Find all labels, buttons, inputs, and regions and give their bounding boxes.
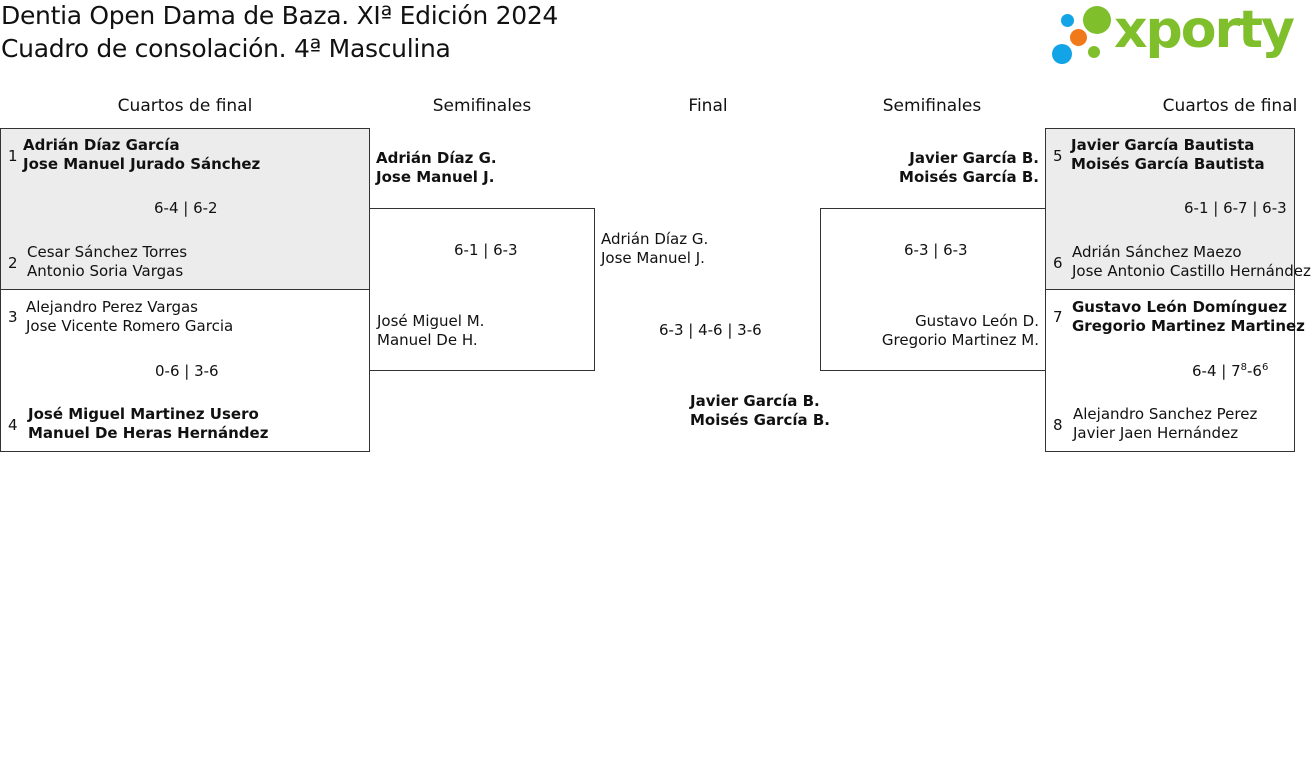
player-name: José Miguel M. xyxy=(377,312,485,330)
player-name: Jose Antonio Castillo Hernández xyxy=(1072,262,1311,280)
team-right-qf2-top[interactable]: Gustavo León Domínguez Gregorio Martinez… xyxy=(1072,298,1305,336)
logo-dot-green-icon xyxy=(1083,6,1111,34)
player-name: Adrián Díaz García xyxy=(23,136,180,154)
player-name: Antonio Soria Vargas xyxy=(27,262,184,280)
logo-dot-green-small-icon xyxy=(1088,46,1100,58)
match-score: 6-3 | 6-3 xyxy=(904,241,968,259)
team-left-qf1-top[interactable]: Adrián Díaz García Jose Manuel Jurado Sá… xyxy=(23,136,260,174)
team-left-qf2-bottom[interactable]: José Miguel Martinez Usero Manuel De Her… xyxy=(28,405,268,443)
player-name: Adrián Díaz G. xyxy=(601,230,709,248)
seed-number: 4 xyxy=(8,416,18,434)
logo-text: xporty xyxy=(1114,0,1295,60)
round-header-final: Final xyxy=(688,96,728,116)
page-subtitle: Cuadro de consolación. 4ª Masculina xyxy=(1,34,451,63)
seed-number: 3 xyxy=(8,308,18,326)
player-name: Gregorio Martinez Martinez xyxy=(1072,317,1305,335)
team-left-sf-bottom[interactable]: José Miguel M. Manuel De H. xyxy=(377,312,484,350)
team-left-qf2-top[interactable]: Alejandro Perez Vargas Jose Vicente Rome… xyxy=(26,298,233,336)
player-name: Gustavo León D. xyxy=(915,312,1039,330)
team-right-qf2-bottom[interactable]: Alejandro Sanchez Perez Javier Jaen Hern… xyxy=(1073,405,1257,443)
match-right-sf[interactable]: 6-3 | 6-3 Gustavo León D. Gregorio Marti… xyxy=(820,208,1046,371)
seed-number: 1 xyxy=(8,147,18,165)
player-name: Alejandro Sanchez Perez xyxy=(1073,405,1258,423)
player-name: Gregorio Martinez M. xyxy=(881,331,1039,349)
player-name: Javier García B. xyxy=(690,392,820,410)
seed-number: 8 xyxy=(1053,416,1063,434)
player-name: José Miguel Martinez Usero xyxy=(28,405,259,423)
round-header-left-qf: Cuartos de final xyxy=(117,96,253,116)
player-name: Javier Jaen Hernández xyxy=(1073,424,1239,442)
match-score: 0-6 | 3-6 xyxy=(155,362,219,380)
player-name: Javier García Bautista xyxy=(1071,136,1255,154)
match-score: 6-4 | 78-66 xyxy=(1192,362,1269,380)
player-name: Javier García B. xyxy=(909,149,1039,167)
player-name: Alejandro Perez Vargas xyxy=(26,298,198,316)
round-header-right-qf: Cuartos de final xyxy=(1162,96,1298,116)
match-left-qf-2[interactable]: 3 Alejandro Perez Vargas Jose Vicente Ro… xyxy=(0,289,370,452)
player-name: Manuel De H. xyxy=(377,331,478,349)
match-right-qf-1[interactable]: 5 Javier García Bautista Moisés García B… xyxy=(1045,128,1311,290)
match-left-qf-1[interactable]: 1 Adrián Díaz García Jose Manuel Jurado … xyxy=(0,128,370,290)
match-score: 6-1 | 6-7 | 6-3 xyxy=(1184,199,1287,217)
player-name: Moisés García Bautista xyxy=(1071,155,1265,173)
logo-dot-blue-icon xyxy=(1061,14,1074,27)
player-name: Jose Manuel J. xyxy=(601,249,705,267)
team-final-bottom[interactable]: Javier García B. Moisés García B. xyxy=(690,392,830,430)
final-score: 6-3 | 4-6 | 3-6 xyxy=(659,321,762,339)
player-name: Jose Vicente Romero Garcia xyxy=(26,317,234,335)
player-name: Cesar Sánchez Torres xyxy=(27,243,188,261)
team-left-sf-top[interactable]: Adrián Díaz G. Jose Manuel J. xyxy=(376,149,497,187)
player-name: Gustavo León Domínguez xyxy=(1072,298,1287,316)
seed-number: 6 xyxy=(1053,254,1063,272)
player-name: Manuel De Heras Hernández xyxy=(28,424,269,442)
player-name: Moisés García B. xyxy=(899,168,1039,186)
page-title: Dentia Open Dama de Baza. XIª Edición 20… xyxy=(1,1,559,30)
match-left-sf[interactable]: 6-1 | 6-3 José Miguel M. Manuel De H. xyxy=(369,208,595,371)
round-header-right-sf: Semifinales xyxy=(882,96,982,116)
match-right-qf-2[interactable]: 7 Gustavo León Domínguez Gregorio Martin… xyxy=(1045,289,1305,452)
team-left-qf1-bottom[interactable]: Cesar Sánchez Torres Antonio Soria Varga… xyxy=(27,243,187,281)
logo-dot-blue-large-icon xyxy=(1052,44,1072,64)
logo-dot-orange-icon xyxy=(1070,29,1087,46)
team-final-top[interactable]: Adrián Díaz G. Jose Manuel J. xyxy=(601,230,708,268)
player-name: Adrián Sánchez Maezo xyxy=(1072,243,1242,261)
seed-number: 5 xyxy=(1053,147,1063,165)
team-right-qf1-bottom[interactable]: Adrián Sánchez Maezo Jose Antonio Castil… xyxy=(1072,243,1311,281)
match-score: 6-1 | 6-3 xyxy=(454,241,518,259)
round-header-left-sf: Semifinales xyxy=(432,96,532,116)
seed-number: 2 xyxy=(8,254,18,272)
team-right-sf-top[interactable]: Javier García B. Moisés García B. xyxy=(880,149,1039,187)
player-name: Jose Manuel Jurado Sánchez xyxy=(23,155,261,173)
team-right-sf-bottom[interactable]: Gustavo León D. Gregorio Martinez M. xyxy=(871,312,1039,350)
match-score: 6-4 | 6-2 xyxy=(154,199,218,217)
xporty-logo: xporty xyxy=(1052,0,1295,66)
team-right-qf1-top[interactable]: Javier García Bautista Moisés García Bau… xyxy=(1071,136,1265,174)
seed-number: 7 xyxy=(1053,308,1063,326)
player-name: Adrián Díaz G. xyxy=(376,149,497,167)
player-name: Jose Manuel J. xyxy=(376,168,495,186)
player-name: Moisés García B. xyxy=(690,411,830,429)
